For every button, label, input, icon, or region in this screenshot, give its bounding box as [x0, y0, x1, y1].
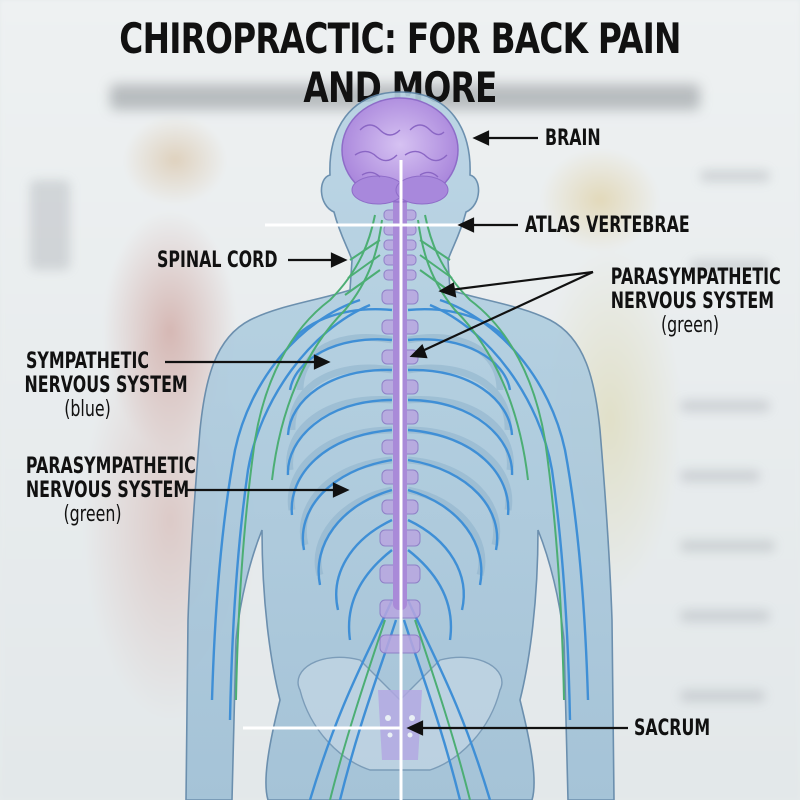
label-spinal-cord: SPINAL CORD	[157, 248, 278, 273]
label-arrows	[165, 130, 628, 736]
sympathetic-nerves-blue	[210, 298, 590, 800]
label-line-color: (green)	[63, 502, 122, 527]
arrow-atlas	[457, 217, 475, 233]
arrow-para-left	[332, 482, 350, 498]
page-title: CHIROPRACTIC: FOR BACK PAIN AND MORE	[119, 14, 681, 112]
parasympathetic-nerves-green	[235, 214, 565, 800]
arrow-para-right-2	[409, 344, 428, 359]
arrow-sacrum	[406, 720, 424, 736]
arrow-spinal-cord	[330, 252, 348, 268]
arrow-brain	[472, 130, 490, 146]
label-line: NERVOUS SYSTEM	[24, 373, 188, 398]
blurred-text-line	[680, 400, 770, 412]
arrow-sympathetic	[313, 354, 331, 370]
label-line: PARASYMPATHETIC	[610, 265, 781, 290]
label-parasympathetic-left: PARASYMPATHETIC NERVOUS SYSTEM (green)	[25, 454, 196, 527]
brain	[341, 97, 459, 205]
label-line-color: (blue)	[64, 397, 111, 422]
label-brain: BRAIN	[545, 126, 601, 151]
label-line: NERVOUS SYSTEM	[610, 289, 774, 314]
label-atlas-vertebrae: ATLAS VERTEBRAE	[525, 213, 690, 238]
blurred-text-line	[700, 170, 770, 182]
blurred-text-line	[680, 610, 770, 622]
label-parasympathetic-right: PARASYMPATHETIC NERVOUS SYSTEM (green)	[610, 265, 781, 338]
label-sympathetic-left: SYMPATHETIC NERVOUS SYSTEM (blue)	[24, 349, 188, 422]
blurred-text-line	[680, 540, 775, 552]
blurred-text-line	[680, 470, 760, 482]
white-reference-lines	[243, 160, 460, 800]
label-line: SYMPATHETIC	[25, 349, 150, 374]
label-line: PARASYMPATHETIC	[25, 454, 196, 479]
blurred-text-block	[30, 180, 70, 270]
label-line-color: (green)	[660, 313, 720, 338]
arrow-para-right-1	[438, 282, 457, 298]
blurred-text-line	[680, 690, 765, 702]
label-sacrum: SACRUM	[634, 716, 711, 741]
blurred-text-line	[690, 260, 770, 272]
label-line: NERVOUS SYSTEM	[25, 478, 190, 503]
